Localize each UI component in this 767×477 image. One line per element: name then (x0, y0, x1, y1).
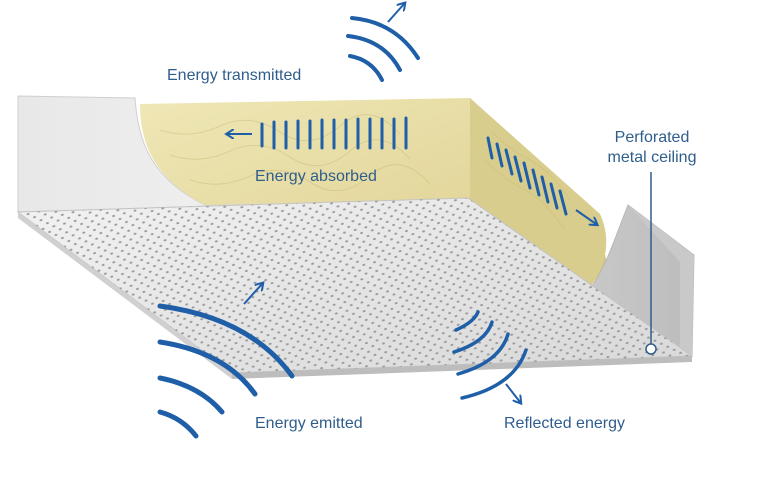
arrow-icon (505, 383, 520, 402)
label-energy-emitted: Energy emitted (255, 415, 363, 432)
callout-dot-icon (645, 343, 657, 355)
emitted-waves (157, 303, 295, 439)
reflected-waves (452, 310, 528, 400)
right-wall-edge (628, 205, 694, 356)
label-reflected-energy: Reflected energy (504, 415, 625, 432)
arrow-icon (243, 284, 262, 305)
label-perforated-line1: Perforated (614, 129, 690, 146)
label-perforated-metal-ceiling: Perforated metal ceiling (596, 128, 708, 168)
panel-left-edge (18, 212, 232, 379)
panel-front-edge (232, 356, 692, 379)
perforation-holes (18, 198, 692, 373)
label-energy-transmitted: Energy transmitted (167, 67, 302, 84)
absorbed-waves (260, 116, 408, 150)
arrow-icon (387, 4, 404, 23)
side-waves (486, 136, 568, 216)
transmitted-waves (346, 16, 420, 82)
label-energy-absorbed: Energy absorbed (255, 168, 377, 185)
label-perforated-line2: metal ceiling (607, 149, 697, 166)
arrow-icon (575, 209, 596, 224)
